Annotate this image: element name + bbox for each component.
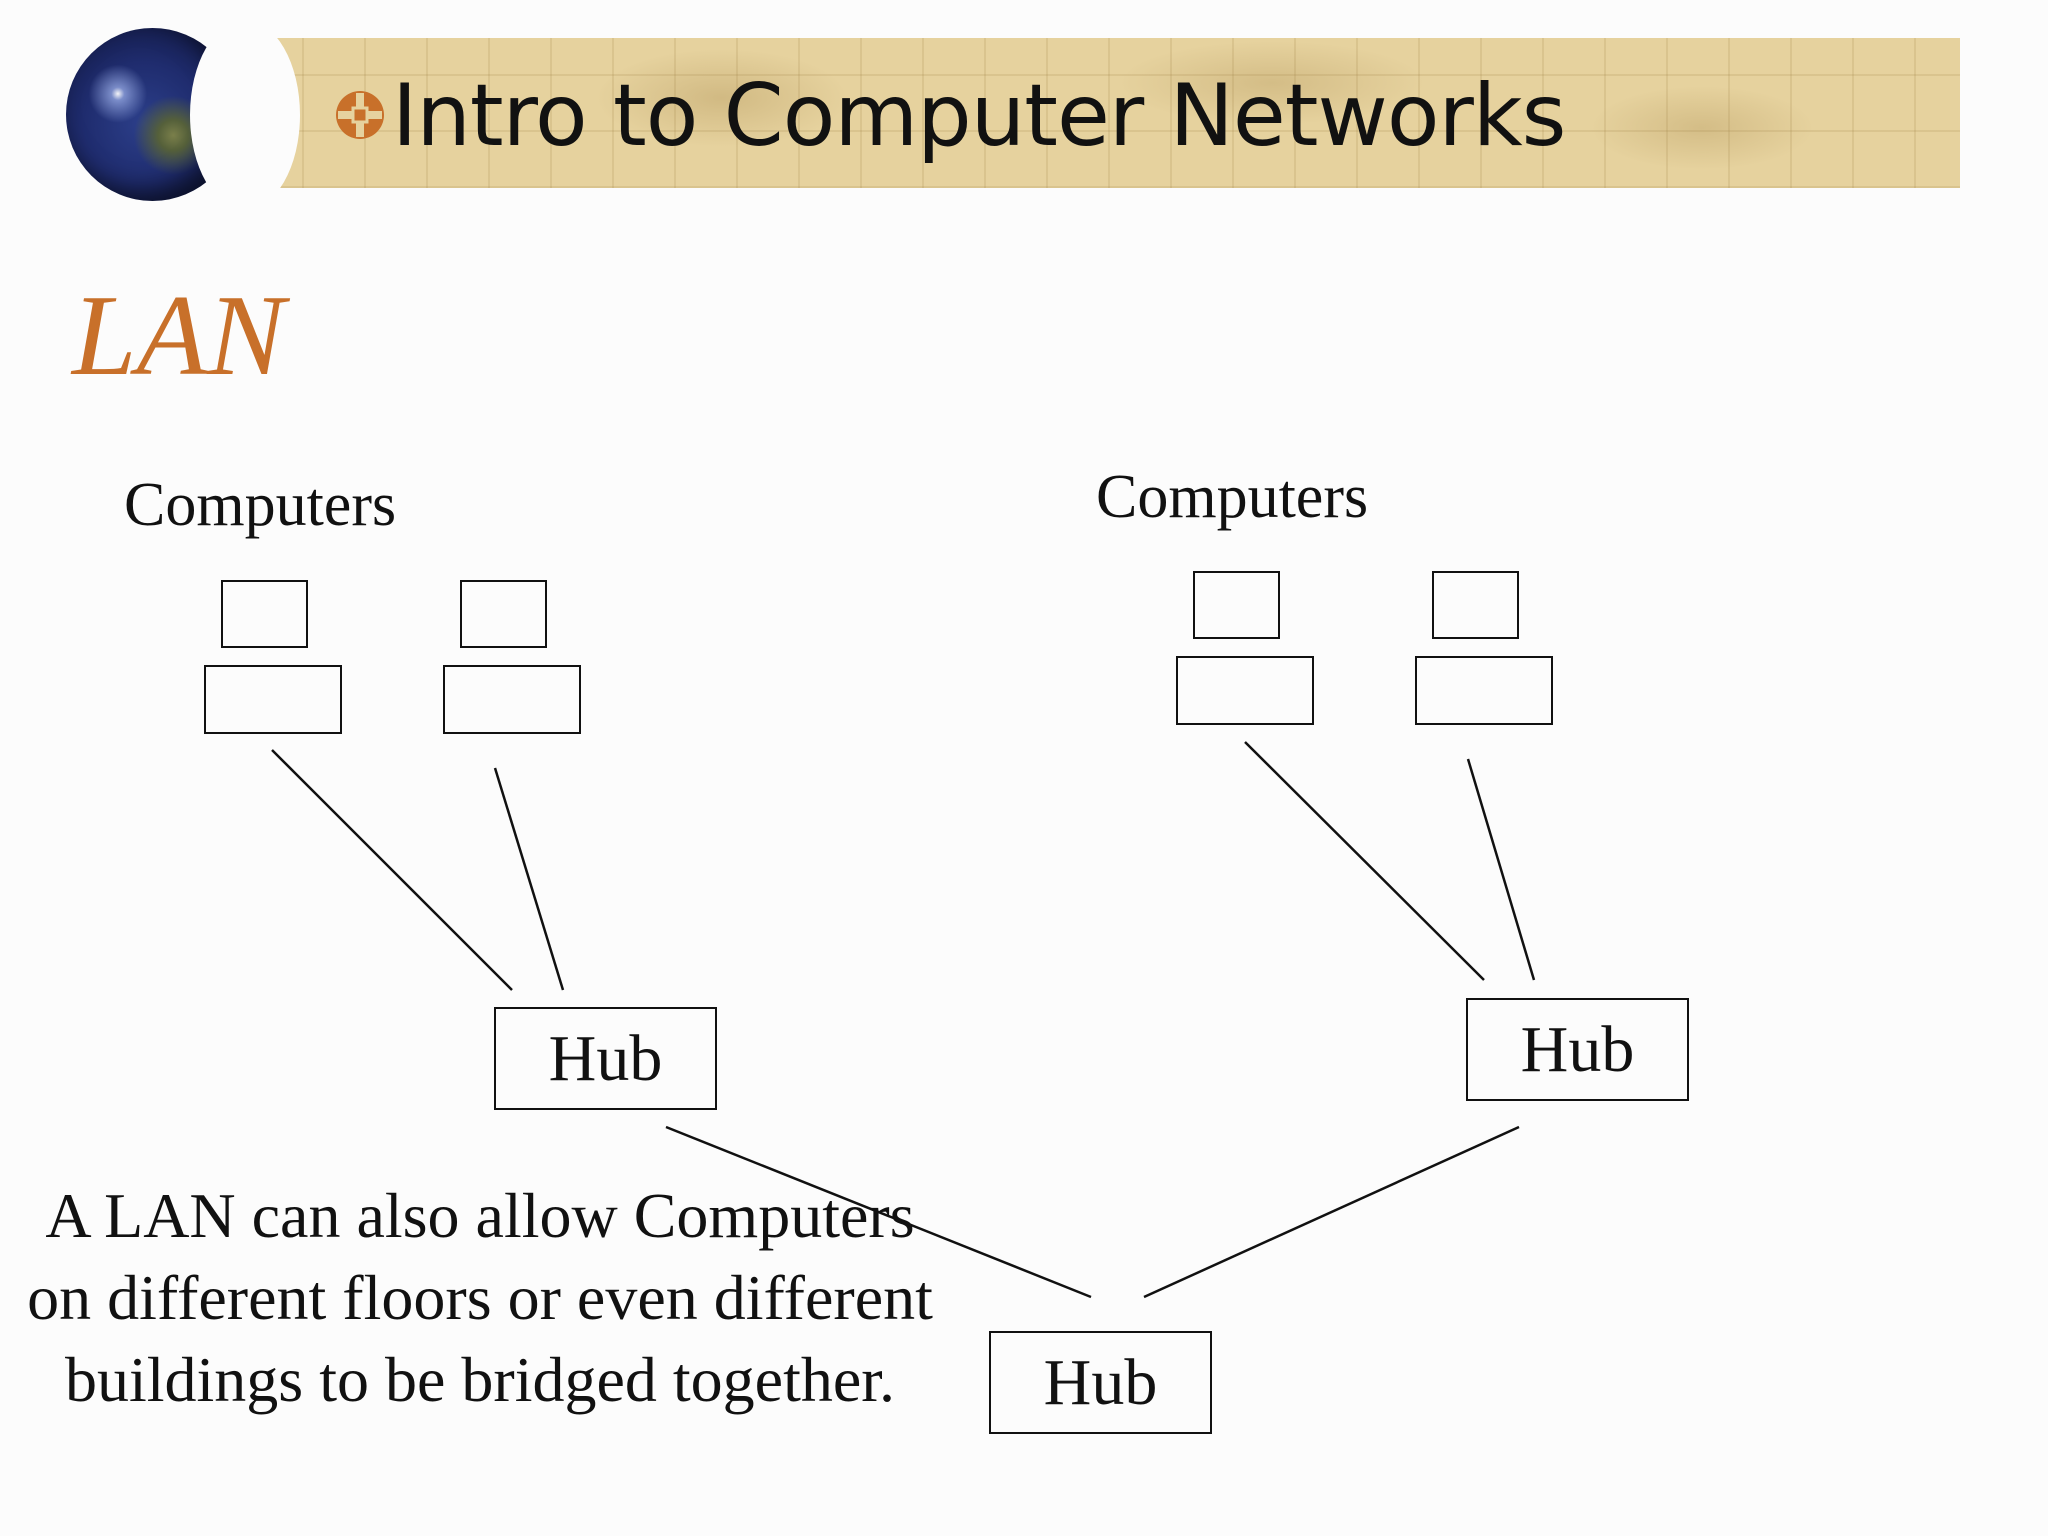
- computer-monitor: [221, 580, 308, 648]
- caption-text: A LAN can also allow Computers on differ…: [27, 1180, 933, 1415]
- header-banner: [240, 38, 1960, 188]
- hub-right: Hub: [1466, 998, 1689, 1101]
- target-bullet-icon: [336, 91, 384, 139]
- computer-base: [204, 665, 342, 734]
- computer-monitor: [460, 580, 547, 648]
- hub-left: Hub: [494, 1007, 717, 1110]
- computer-monitor: [1193, 571, 1280, 639]
- header-title: Intro to Computer Networks: [392, 66, 1566, 166]
- slide-title: LAN: [72, 272, 285, 400]
- left-computers-label: Computers: [124, 471, 397, 539]
- banner-curve: [190, 20, 300, 210]
- computer-monitor: [1432, 571, 1519, 639]
- hub-bottom: Hub: [989, 1331, 1212, 1434]
- computer-base: [1176, 656, 1314, 725]
- right-computers-label: Computers: [1096, 463, 1369, 531]
- computer-base: [1415, 656, 1553, 725]
- computer-base: [443, 665, 581, 734]
